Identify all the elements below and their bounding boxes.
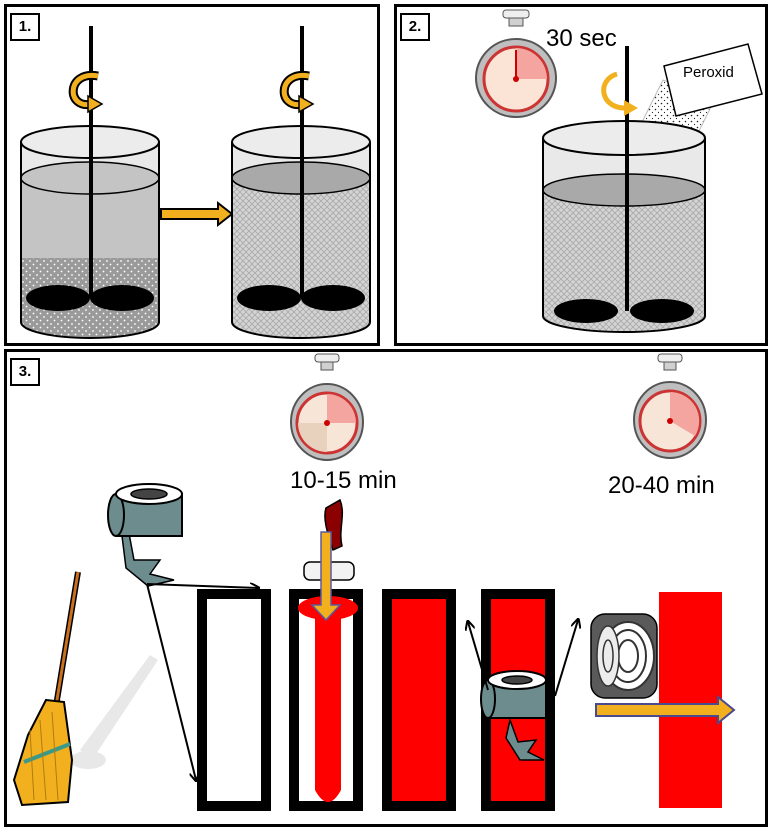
step-number: 3. — [10, 358, 40, 386]
right-arrow — [160, 200, 234, 228]
step-number: 1. — [10, 13, 40, 41]
stopwatch-icon — [633, 353, 707, 459]
right-arrow — [595, 694, 736, 726]
beaker-after — [231, 26, 371, 339]
panel-step-1 — [4, 4, 380, 346]
stopwatch-icon — [290, 353, 364, 461]
timer-label: 30 sec — [546, 25, 617, 52]
tape-roll-icon — [480, 670, 547, 761]
arrow — [146, 584, 258, 588]
beaker-peroxide — [542, 46, 706, 333]
timer-label: 10-15 min — [290, 467, 397, 494]
frame-empty — [197, 589, 271, 811]
broom-icon — [12, 571, 158, 807]
step-number: 2. — [400, 13, 430, 41]
beaker-before — [20, 26, 160, 339]
bag-label: Peroxid — [683, 64, 734, 81]
arrow — [554, 620, 578, 697]
arrow — [146, 583, 196, 780]
stopwatch-icon — [475, 9, 557, 118]
panel-step-3 — [4, 349, 768, 827]
paint-strip — [315, 612, 341, 802]
paint-roller-icon — [303, 498, 355, 622]
panel-step-2 — [394, 4, 768, 346]
arrow — [468, 622, 489, 691]
red-strip — [659, 592, 722, 808]
timer-label: 20-40 min — [608, 472, 715, 499]
tape-roll-icon — [107, 483, 183, 587]
frame-painted — [382, 589, 456, 811]
tape-wheel-icon — [590, 613, 658, 699]
